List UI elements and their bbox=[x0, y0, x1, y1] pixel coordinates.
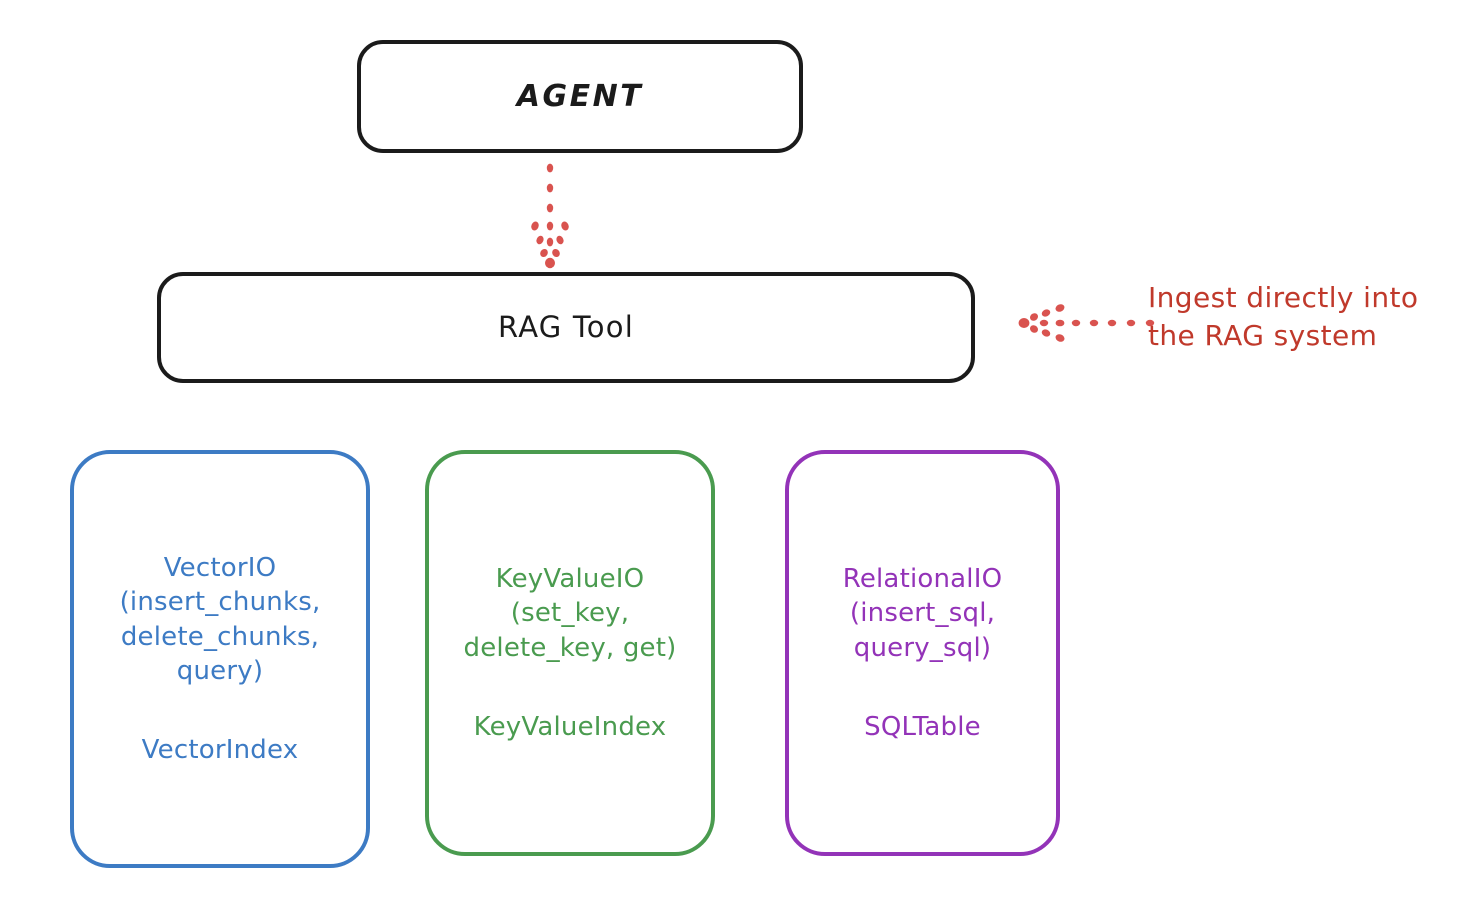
node-vector-io-api-label: VectorIO (insert_chunks, delete_chunks, … bbox=[119, 552, 321, 687]
node-keyvalue-io-index-label: KeyValueIndex bbox=[473, 711, 667, 742]
node-rag-tool-label: RAG Tool bbox=[498, 310, 634, 345]
node-rag-tool[interactable]: RAG Tool bbox=[157, 272, 975, 383]
node-keyvalue-io-api-label: KeyValueIO (set_key, delete_key, get) bbox=[463, 563, 677, 663]
node-vector-io-index-label: VectorIndex bbox=[141, 734, 299, 765]
node-keyvalue-io-content: KeyValueIO (set_key, delete_key, get) Ke… bbox=[458, 562, 683, 744]
node-agent[interactable]: AGENT bbox=[357, 40, 803, 153]
node-relational-io-index-label: SQLTable bbox=[864, 711, 981, 742]
node-relational-io-api-label: RelationalIO (insert_sql, query_sql) bbox=[842, 563, 1003, 663]
connector-agent-to-rag-tool bbox=[531, 163, 569, 269]
node-vector-io-content: VectorIO (insert_chunks, delete_chunks, … bbox=[114, 551, 327, 768]
connector-ingest-to-rag-tool bbox=[1018, 304, 1155, 342]
node-relational-io-content: RelationalIO (insert_sql, query_sql) SQL… bbox=[837, 562, 1009, 744]
node-vector-io[interactable]: VectorIO (insert_chunks, delete_chunks, … bbox=[70, 450, 370, 868]
node-keyvalue-io[interactable]: KeyValueIO (set_key, delete_key, get) Ke… bbox=[425, 450, 715, 856]
annotation-ingest-directly: Ingest directly into the RAG system bbox=[1148, 281, 1419, 353]
node-agent-label: AGENT bbox=[516, 78, 644, 114]
node-relational-io[interactable]: RelationalIO (insert_sql, query_sql) SQL… bbox=[785, 450, 1060, 856]
